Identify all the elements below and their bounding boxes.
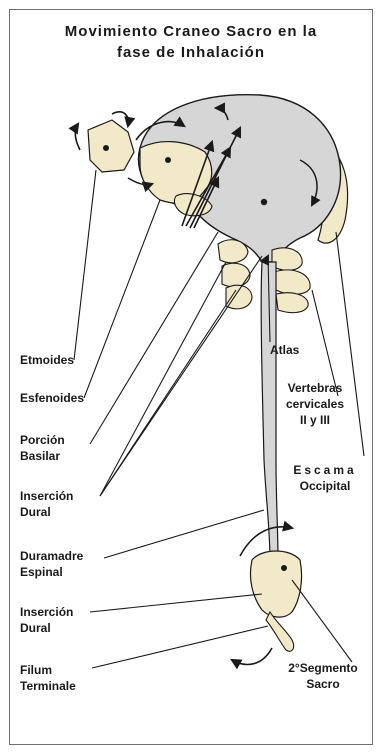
axis-vertebra <box>222 263 250 287</box>
leader-esfenoides <box>84 200 160 398</box>
label-etmoides: Etmoides <box>20 352 74 368</box>
label-duramadre-espinal-line1: Duramadre <box>20 548 83 564</box>
label-insercion-dural-upper: Inserción Dural <box>20 488 73 520</box>
label-filum-terminale: Filum Terminale <box>20 662 76 694</box>
label-insercion-dural-upper-line1: Inserción <box>20 488 73 504</box>
label-porcion-basilar: Porción Basilar <box>20 432 65 464</box>
sphenoid-center-dot <box>165 157 171 163</box>
label-escama-occipital: Escama Occipital <box>282 462 368 494</box>
label-filum-terminale-line2: Terminale <box>20 678 76 694</box>
sacrum-center-dot <box>281 565 287 571</box>
coccyx <box>266 612 294 651</box>
label-atlas: Atlas <box>270 342 299 358</box>
label-insercion-dural-lower: Inserción Dural <box>20 604 73 636</box>
ethmoid-rotation-arrow-2 <box>75 124 80 150</box>
sacrum-bone <box>250 551 301 617</box>
leader-insercion-dural-lower <box>90 594 262 612</box>
label-porcion-basilar-line1: Porción <box>20 432 65 448</box>
label-vertebras-cervicales-line2: cervicales <box>270 396 360 412</box>
cervical-process-3 <box>276 293 308 313</box>
label-vertebras-cervicales-line1: Vertebras <box>270 380 360 396</box>
label-segmento-sacro-line1: 2°Segmento <box>276 660 370 676</box>
sacrum-rotation-arrow-bottom <box>232 648 272 664</box>
leader-duramadre-espinal <box>104 510 264 558</box>
leader-etmoides <box>74 170 96 360</box>
label-insercion-dural-upper-line2: Dural <box>20 504 73 520</box>
label-filum-terminale-line1: Filum <box>20 662 76 678</box>
label-vertebras-cervicales: Vertebras cervicales II y III <box>270 380 360 428</box>
cervical-process-2 <box>274 270 310 294</box>
label-segmento-sacro: 2°Segmento Sacro <box>276 660 370 692</box>
label-insercion-dural-lower-line2: Dural <box>20 620 73 636</box>
label-escama-occipital-line1: Escama <box>282 462 368 478</box>
ethmoid-bone <box>88 120 134 172</box>
leader-segmento-sacro <box>292 580 352 662</box>
label-esfenoides: Esfenoides <box>20 390 84 406</box>
cervical-vertebra-3 <box>226 285 252 309</box>
ethmoid-center-dot <box>103 145 109 151</box>
diagram-title-line2: fase de Inhalación <box>20 44 362 61</box>
diagram-title-line1: Movimiento Craneo Sacro en la <box>20 23 362 40</box>
atlas-vertebra <box>218 240 248 263</box>
occipital-center-dot <box>261 199 267 205</box>
leader-filum-terminale <box>92 626 268 668</box>
label-insercion-dural-lower-line1: Inserción <box>20 604 73 620</box>
label-vertebras-cervicales-line3: II y III <box>270 412 360 428</box>
label-segmento-sacro-line2: Sacro <box>276 676 370 692</box>
label-duramadre-espinal: Duramadre Espinal <box>20 548 83 580</box>
label-duramadre-espinal-line2: Espinal <box>20 564 83 580</box>
leader-insercion-dural-1 <box>100 262 226 496</box>
label-porcion-basilar-line2: Basilar <box>20 448 65 464</box>
label-escama-occipital-line2: Occipital <box>282 478 368 494</box>
leader-porcion-basilar <box>90 232 218 444</box>
